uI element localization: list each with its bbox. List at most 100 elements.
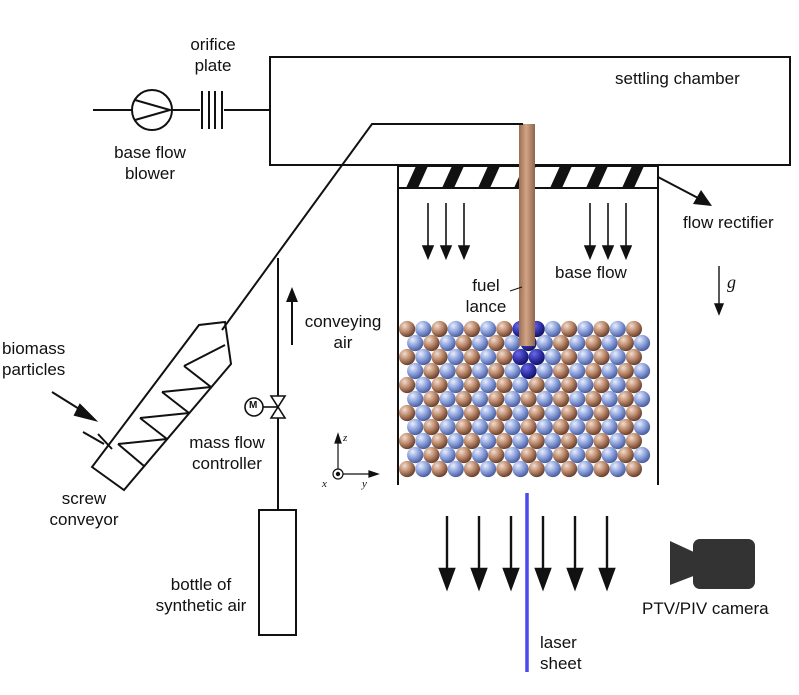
orifice-plate-line-1: orifice [190, 35, 236, 54]
particle-brown [625, 432, 643, 450]
particle-brown [488, 418, 505, 436]
particle-blue [471, 418, 489, 436]
particle-blue [480, 432, 497, 450]
particle-blue [512, 460, 529, 478]
particle-blue [633, 334, 651, 352]
particle-blue [480, 348, 497, 366]
particle-blue [544, 404, 562, 422]
particle-brown [625, 404, 643, 422]
particle-blue [504, 334, 521, 352]
particle-blue [439, 418, 456, 436]
biomass-particles-label: biomass particles [2, 338, 65, 380]
particle-brown [431, 348, 448, 366]
particle-blue [415, 348, 432, 366]
particle-blue [601, 362, 618, 380]
particle-brown [585, 446, 602, 464]
bottle-line-2: synthetic air [155, 596, 247, 615]
fuel-lance-pointer [509, 286, 523, 292]
particle-blue [471, 446, 489, 464]
biomass-particles-line-2: particles [2, 360, 66, 379]
particle-blue [447, 432, 464, 450]
particle-brown [520, 418, 537, 436]
particle-brown [455, 446, 472, 464]
particle-brown [423, 390, 440, 408]
particle-brown [552, 446, 570, 464]
particle-blue [512, 432, 529, 450]
particle-brown [463, 460, 480, 478]
particle-brown [399, 432, 416, 450]
particle-blue [601, 418, 618, 436]
particle-blue [480, 460, 497, 478]
particle-blue [536, 446, 553, 464]
conveying-line [221, 123, 523, 331]
test-section-walls [397, 188, 659, 485]
particle-blue [415, 376, 432, 394]
particle-brown [496, 320, 513, 338]
orifice-plate-label: orifice plate [178, 34, 248, 76]
mass-flow-controller-line-2: controller [192, 454, 262, 473]
particle-brown [423, 446, 440, 464]
particle-brown [399, 460, 416, 478]
screw-conveyor-label: screw conveyor [38, 488, 130, 530]
particle-blue [536, 390, 553, 408]
particle-blue [569, 390, 586, 408]
particle-blue [569, 362, 586, 380]
particle-blue [609, 460, 626, 478]
mass-flow-controller-label: mass flow controller [177, 432, 277, 474]
particle-blue [447, 320, 464, 338]
particle-brown [617, 390, 634, 408]
base-flow-blower-label: base flow blower [100, 142, 200, 184]
gravity-label: g [727, 272, 736, 292]
particle-blue [609, 404, 626, 422]
particle-brown [593, 432, 610, 450]
axis-x-label: x [322, 478, 327, 490]
particle-brown [423, 362, 440, 380]
particle-blue [415, 404, 432, 422]
mass-flow-valve-icon [244, 395, 287, 419]
particle-brown [552, 390, 570, 408]
particle-blue [609, 348, 626, 366]
particle-fuel [512, 348, 529, 366]
particle-brown [496, 404, 513, 422]
particle-brown [423, 418, 440, 436]
particle-brown [593, 376, 610, 394]
orifice-plate-icon [201, 91, 223, 129]
particle-blue [577, 348, 594, 366]
axis-y-label: y [362, 478, 367, 490]
particle-blue [609, 320, 626, 338]
particle-brown [561, 404, 578, 422]
particle-fuel [520, 362, 537, 380]
particle-blue [407, 334, 424, 352]
fuel-lance-line-2: lance [465, 297, 507, 316]
screw-conveyor-icon [90, 320, 233, 492]
laser-sheet-line-2: sheet [540, 654, 582, 673]
screw-conveyor-line-1: screw [61, 489, 107, 508]
particle-brown [463, 376, 480, 394]
conveying-air-line-1: conveying [304, 312, 382, 331]
camera-label: PTV/PIV camera [642, 599, 769, 618]
particle-brown [593, 404, 610, 422]
particle-brown [528, 404, 545, 422]
particle-blue [544, 460, 562, 478]
particle-brown [496, 376, 513, 394]
particle-brown [399, 404, 416, 422]
particle-brown [585, 390, 602, 408]
particle-blue [569, 446, 586, 464]
particle-brown [431, 376, 448, 394]
particle-brown [528, 460, 545, 478]
particle-blue [504, 446, 521, 464]
screw-conveyor-line-2: conveyor [49, 510, 119, 529]
particle-blue [480, 404, 497, 422]
particle-brown [552, 334, 570, 352]
motor-symbol-label: M [249, 400, 258, 411]
particle-brown [552, 418, 570, 436]
conveying-air-line-2: air [333, 333, 353, 352]
particle-brown [552, 362, 570, 380]
outflow-arrows [438, 516, 616, 592]
particle-blue [536, 334, 553, 352]
particle-brown [593, 320, 610, 338]
particle-blue [609, 376, 626, 394]
gravity-arrow [713, 266, 725, 316]
particle-blue [415, 460, 432, 478]
particle-brown [617, 362, 634, 380]
